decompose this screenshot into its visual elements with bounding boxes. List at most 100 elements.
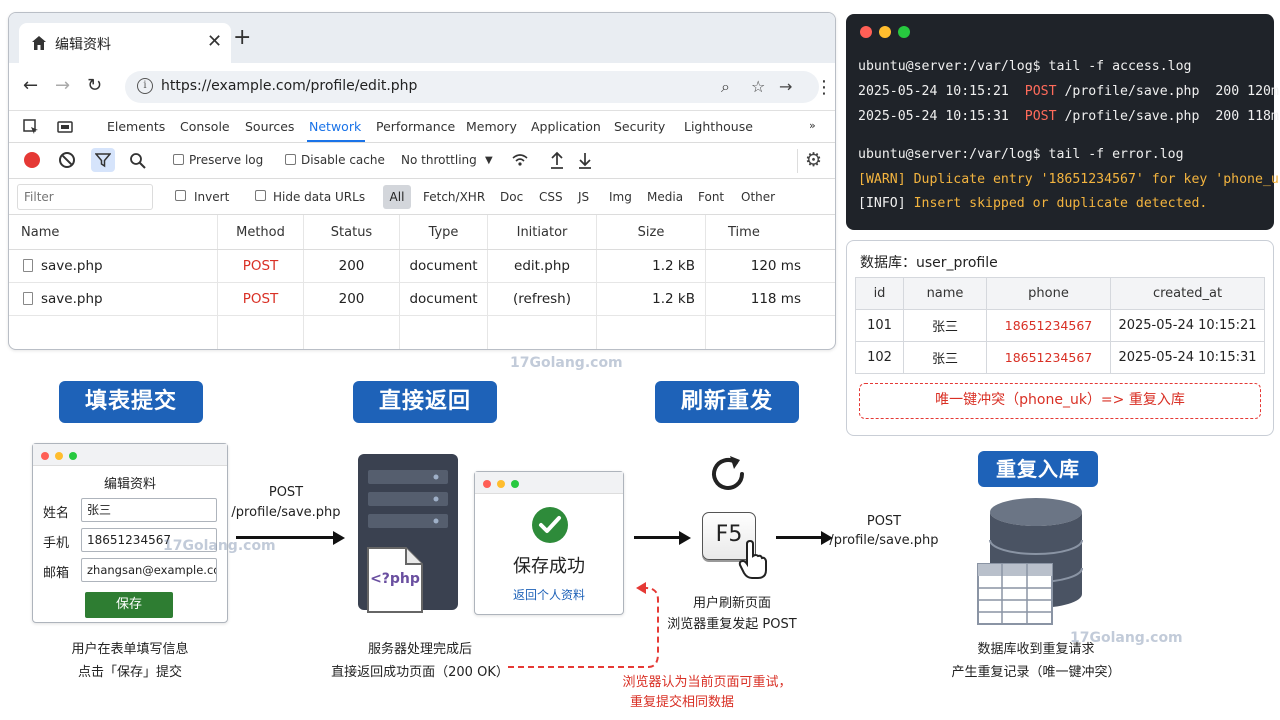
invert-checkbox[interactable]	[175, 190, 186, 201]
save-button[interactable]: 保存	[85, 592, 173, 618]
hide-data-urls-checkbox[interactable]	[255, 190, 266, 201]
toolbar-divider	[797, 149, 798, 173]
request-time: 118 ms	[750, 291, 801, 307]
tab-memory[interactable]: Memory	[466, 119, 517, 134]
browser-tab[interactable]: 编辑资料 ✕	[19, 23, 231, 63]
zoom-icon[interactable]: ⌕	[721, 77, 730, 96]
type-filter-doc[interactable]: Doc	[500, 190, 524, 204]
tab-sources[interactable]: Sources	[245, 119, 295, 134]
request-status: 200	[304, 283, 400, 315]
table-row[interactable]: save.php POST 200 document (refresh) 1.2…	[9, 283, 835, 316]
db-cell-id: 102	[855, 341, 904, 374]
tab-elements[interactable]: Elements	[107, 119, 166, 134]
devtools-tabs: Elements Console Sources Network Perform…	[9, 111, 835, 143]
type-filter-other[interactable]: Other	[741, 190, 776, 204]
col-size-header[interactable]: Size	[597, 215, 706, 249]
chevron-down-icon[interactable]: ▼	[485, 155, 493, 166]
col-type-header[interactable]: Type	[400, 215, 488, 249]
menu-kebab-icon[interactable]: ⋮	[815, 77, 833, 98]
php-file-icon	[367, 547, 423, 613]
filter-row: Invert Hide data URLs All Fetch/XHR Doc …	[9, 179, 835, 215]
edit-form-window: 编辑资料 姓名 张三 手机 18651234567 邮箱 zhangsan@ex…	[32, 443, 228, 623]
tab-console[interactable]: Console	[180, 119, 230, 134]
db-row: 102 张三 18651234567 2025-05-24 10:15:31	[855, 341, 1265, 374]
tab-network[interactable]: Network	[309, 119, 362, 134]
inspect-icon[interactable]	[23, 119, 39, 135]
request-method: POST	[218, 250, 304, 282]
field-label: 邮箱	[43, 566, 70, 581]
db-title: 数据库：user_profile	[860, 255, 998, 271]
arrow2-line	[776, 536, 822, 539]
request-size: 1.2 kB	[597, 250, 706, 282]
export-har-icon[interactable]	[577, 151, 593, 169]
import-har-icon[interactable]	[549, 151, 565, 169]
terminal-minimize-dot[interactable]	[879, 26, 891, 38]
table-row-empty	[9, 316, 835, 349]
forward-icon[interactable]: →	[55, 75, 71, 96]
request-name-text: save.php	[41, 291, 103, 307]
disable-cache-checkbox[interactable]	[285, 154, 296, 165]
empty-cell	[9, 316, 218, 349]
step2-badge: 直接返回	[353, 381, 497, 423]
new-tab-icon[interactable]: +	[233, 25, 252, 50]
col-status-header[interactable]: Status	[304, 215, 400, 249]
type-filter-img[interactable]: Img	[609, 190, 632, 204]
watermark: 17Golang.com	[1070, 630, 1183, 646]
type-filter-media[interactable]: Media	[647, 190, 684, 204]
throttling-select[interactable]: No throttling	[401, 153, 477, 167]
search-icon[interactable]	[129, 152, 147, 170]
type-filter-css[interactable]: CSS	[539, 190, 563, 204]
phone-field[interactable]: 18651234567	[81, 528, 217, 552]
col-name-header[interactable]: Name	[9, 215, 218, 249]
empty-cell	[304, 316, 400, 349]
filter-toggle-button[interactable]	[91, 148, 115, 172]
col-method-header[interactable]: Method	[218, 215, 304, 249]
network-conditions-icon[interactable]	[511, 152, 529, 168]
type-filter-font[interactable]: Font	[698, 190, 725, 204]
step4-badge: 重复入库	[978, 451, 1098, 487]
preserve-log-checkbox[interactable]	[173, 154, 184, 165]
unique-key-conflict-note: 唯一键冲突（phone_uk）=> 重复入库	[859, 383, 1261, 419]
db-cell-created-at: 2025-05-24 10:15:21	[1110, 309, 1265, 342]
table-row[interactable]: save.php POST 200 document edit.php 1.2 …	[9, 250, 835, 283]
log-time: 2025-05-24 10:15:31	[858, 109, 1009, 124]
tab-performance[interactable]: Performance	[376, 119, 456, 134]
reload-icon[interactable]: ↻	[87, 75, 103, 96]
email-field[interactable]: zhangsan@example.com	[81, 558, 217, 582]
form-title: 编辑资料	[103, 477, 156, 492]
site-info-icon[interactable]: i	[137, 78, 153, 94]
tab-application[interactable]: Application	[531, 119, 601, 134]
send-arrow-icon[interactable]: →	[779, 77, 793, 96]
more-tabs-icon[interactable]: »	[809, 119, 816, 132]
settings-gear-icon[interactable]: ⚙	[805, 149, 823, 171]
empty-cell	[488, 316, 597, 349]
type-filter-all[interactable]: All	[383, 185, 411, 209]
name-field[interactable]: 张三	[81, 498, 217, 522]
device-toolbar-icon[interactable]	[57, 119, 75, 135]
tab-bar: 编辑资料 ✕ +	[9, 13, 835, 63]
terminal-maximize-dot[interactable]	[898, 26, 910, 38]
col-time-header[interactable]: Time	[728, 225, 760, 240]
bookmark-star-icon[interactable]: ☆	[751, 77, 766, 96]
terminal-close-dot[interactable]	[860, 26, 872, 38]
filter-input[interactable]	[17, 184, 153, 210]
arrow1-path: /profile/save.php	[231, 505, 341, 520]
type-filter-js[interactable]: JS	[578, 190, 590, 204]
close-tab-icon[interactable]: ✕	[207, 31, 223, 52]
php-label: <?php	[370, 571, 420, 587]
back-to-profile-link[interactable]: 返回个人资料	[512, 588, 585, 602]
type-filter-fetch-xhr[interactable]: Fetch/XHR	[423, 190, 486, 204]
record-icon[interactable]	[24, 152, 40, 168]
tab-lighthouse[interactable]: Lighthouse	[684, 119, 753, 134]
disable-cache-label: Disable cache	[301, 153, 385, 167]
back-icon[interactable]: ←	[23, 75, 39, 96]
db-cell-id: 101	[855, 309, 904, 342]
col-initiator-header[interactable]: Initiator	[488, 215, 597, 249]
log-path: /profile/save.php	[1064, 109, 1200, 124]
tab-security[interactable]: Security	[614, 119, 666, 134]
request-method: POST	[218, 283, 304, 315]
url-field[interactable]: i https://example.com/profile/edit.php ⌕…	[125, 71, 819, 103]
clear-icon[interactable]	[59, 152, 75, 168]
error-log-warn: [WARN] Duplicate entry '18651234567' for…	[858, 172, 1280, 187]
db-cell-name: 张三	[903, 309, 987, 342]
